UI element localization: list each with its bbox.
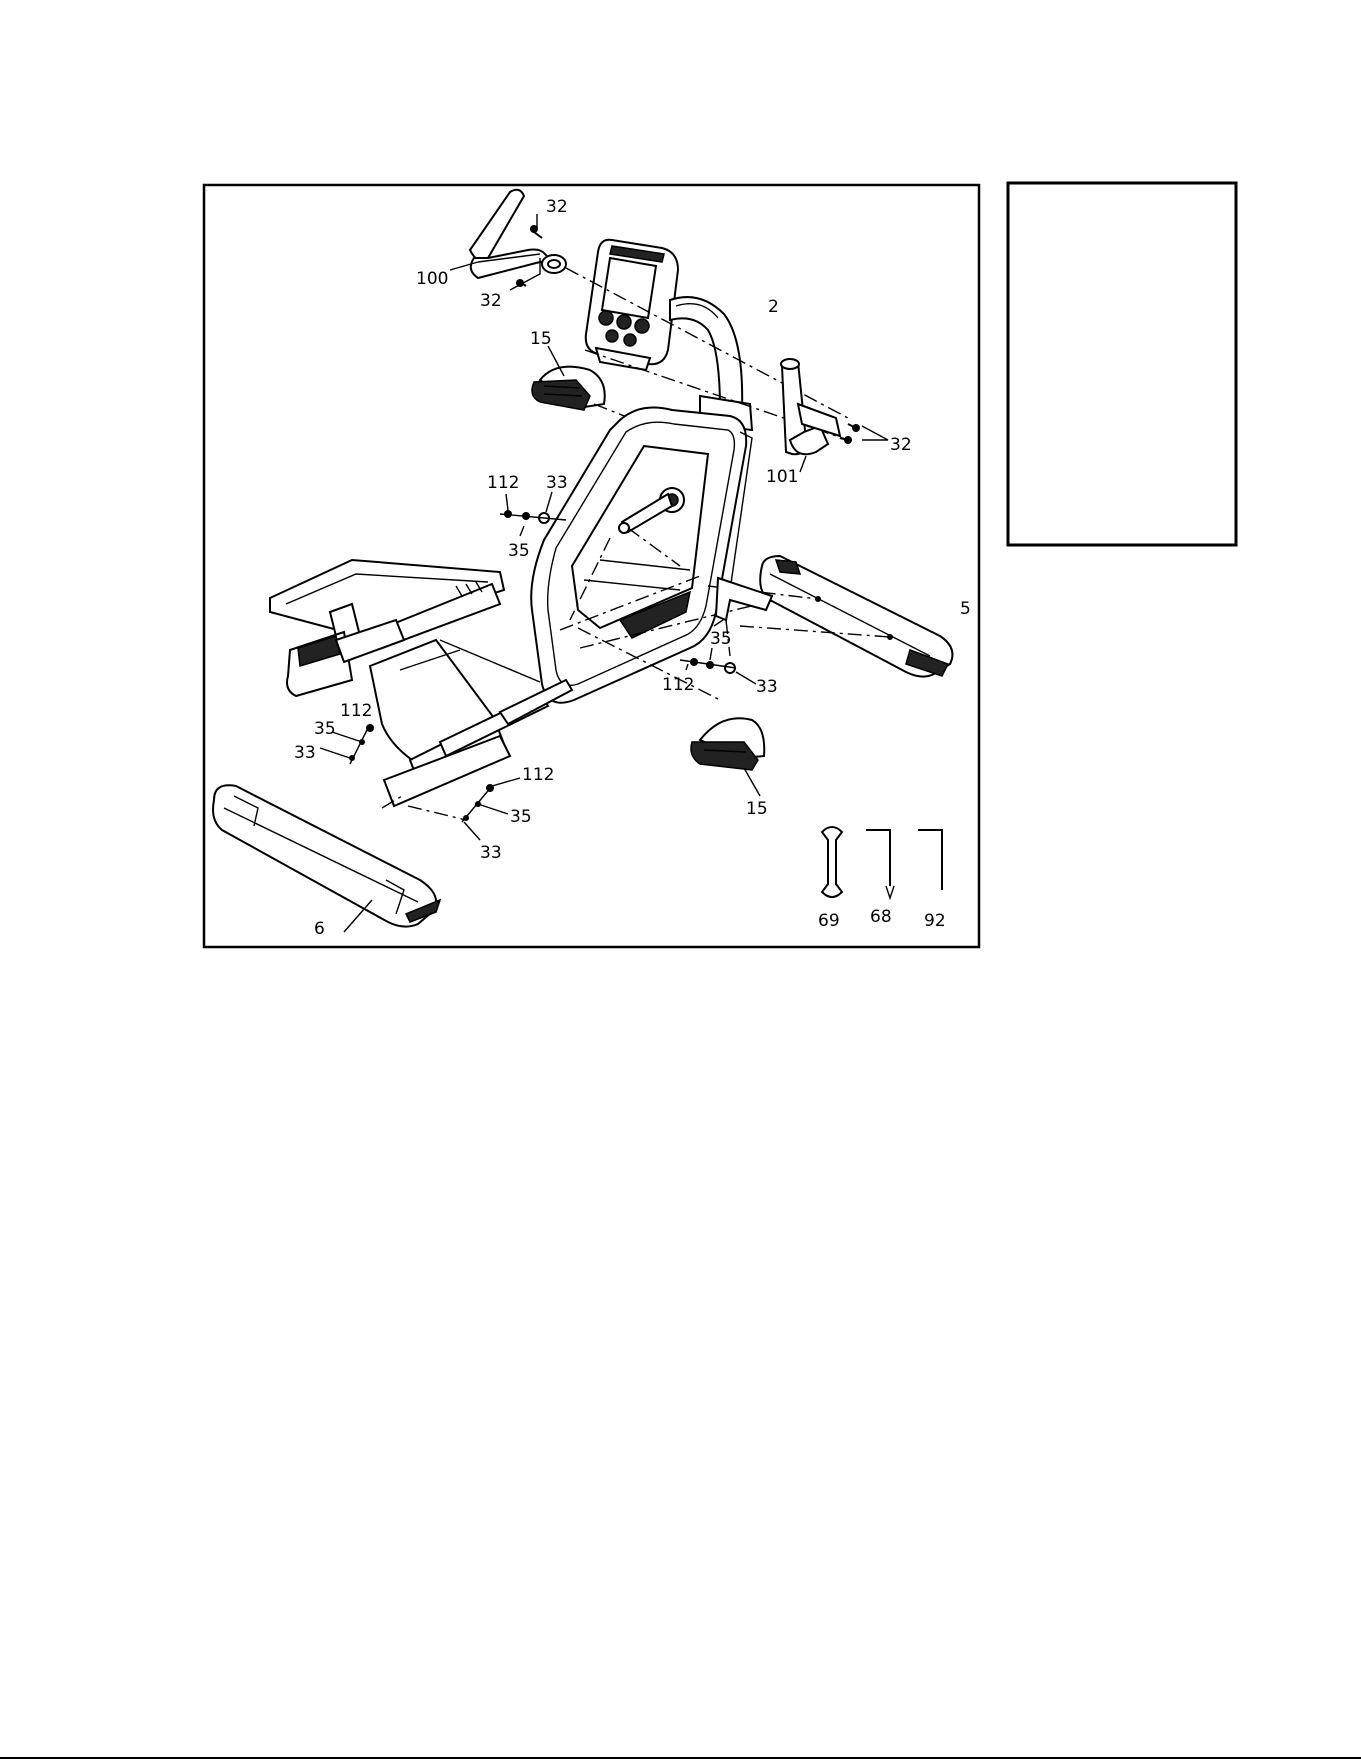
label-32-left: 32: [480, 291, 502, 311]
screw-32-top: [530, 225, 542, 238]
label-112-center: 112: [522, 765, 554, 785]
label-33-left: 33: [294, 743, 316, 763]
label-112-left: 112: [340, 701, 372, 721]
main-shroud: [531, 408, 752, 703]
label-100: 100: [416, 269, 448, 289]
handlebar-right-part-101: [781, 359, 840, 454]
screw-32-right-a: [848, 424, 860, 432]
label-5: 5: [960, 599, 971, 619]
label-tool-68: 68: [870, 907, 892, 927]
pedal-bottom-part-15: [691, 718, 764, 770]
label-15-bottom: 15: [746, 799, 768, 819]
label-tool-92: 92: [924, 911, 946, 931]
label-35-left: 35: [314, 719, 336, 739]
label-101: 101: [766, 467, 798, 487]
label-112-upper: 112: [487, 473, 519, 493]
label-15-top: 15: [530, 329, 552, 349]
bolt-set-front-left: [349, 724, 374, 764]
console: [586, 240, 678, 370]
bolt-set-rear-right: [680, 658, 736, 673]
bolt-set-front-center: [462, 784, 494, 822]
stabilizer-rear-part-5: [760, 556, 952, 677]
upright-part-2: [670, 297, 752, 430]
label-112-rear: 112: [662, 675, 694, 695]
label-33-upper: 33: [546, 473, 568, 493]
hex-key-tool-92: [918, 830, 942, 890]
label-33-center: 33: [480, 843, 502, 863]
label-2: 2: [768, 297, 779, 317]
label-32-top: 32: [546, 197, 568, 217]
label-35-center: 35: [510, 807, 532, 827]
hex-key-tool-68: [866, 830, 894, 898]
side-note-box: [1008, 183, 1236, 545]
label-32-right: 32: [890, 435, 912, 455]
label-35-rear: 35: [710, 629, 732, 649]
label-6: 6: [314, 919, 325, 939]
wrench-tool-69: [822, 827, 842, 897]
pedal-top-part-15: [532, 367, 605, 410]
label-35-upper: 35: [508, 541, 530, 561]
label-tool-69: 69: [818, 911, 840, 931]
stabilizer-front-part-6: [213, 785, 440, 926]
label-33-rear: 33: [756, 677, 778, 697]
